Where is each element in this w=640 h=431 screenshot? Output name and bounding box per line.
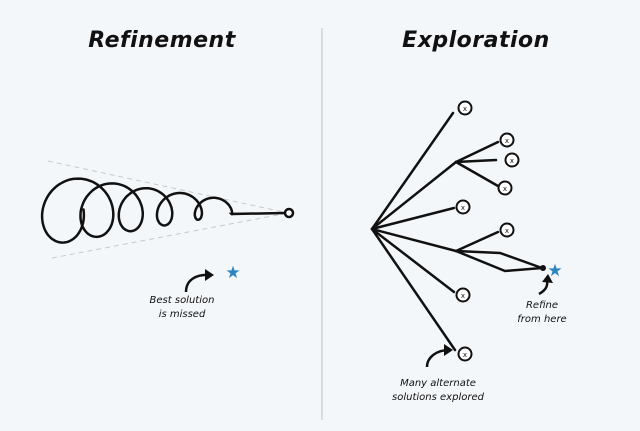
solution-node: x: [504, 152, 520, 168]
explore-note: Many alternate solutions explored: [368, 377, 508, 405]
refinement-title: Refinement: [88, 28, 236, 53]
refine-star-icon: ★: [547, 261, 562, 281]
refine-note-line1: Refine: [525, 300, 559, 311]
refinement-spiral: [40, 177, 287, 244]
solution-node: x: [455, 287, 471, 303]
cone-lower-dashed: [51, 212, 289, 259]
solution-node-label: x: [505, 227, 509, 235]
missed-note-line2: is missed: [158, 309, 206, 320]
solution-node-label: x: [505, 137, 509, 145]
explore-note-line1: Many alternate: [400, 378, 476, 389]
solution-node: x: [457, 346, 473, 362]
solution-node: x: [457, 100, 473, 116]
solution-node-label: x: [461, 204, 465, 212]
solution-node: x: [499, 222, 515, 238]
missed-star-icon: ★: [225, 263, 240, 283]
explore-arrow-head: [444, 344, 453, 356]
refine-note: Refine from here: [472, 299, 612, 327]
missed-note: Best solution is missed: [112, 294, 252, 322]
solution-node: x: [499, 132, 515, 148]
cone-upper-dashed: [47, 160, 289, 214]
exploration-title: Exploration: [402, 28, 550, 53]
explore-note-line2: solutions explored: [392, 392, 484, 403]
missed-arrow-head: [205, 269, 214, 281]
refine-start-point: [540, 265, 546, 271]
refine-arrow-head: [542, 274, 553, 283]
exploration-tree: [370, 111, 544, 352]
solution-node-label: x: [463, 351, 467, 359]
solution-node-label: x: [461, 292, 465, 300]
solution-node: x: [497, 180, 513, 196]
refinement-endpoint: [283, 207, 295, 219]
solution-node-label: x: [463, 105, 467, 113]
solution-node: x: [455, 199, 471, 215]
solution-nodes: x x x x x x x x: [455, 100, 520, 362]
solution-node-label: x: [503, 185, 507, 193]
missed-note-line1: Best solution: [149, 295, 215, 306]
refine-note-line2: from here: [517, 314, 567, 325]
solution-node-label: x: [510, 157, 514, 165]
